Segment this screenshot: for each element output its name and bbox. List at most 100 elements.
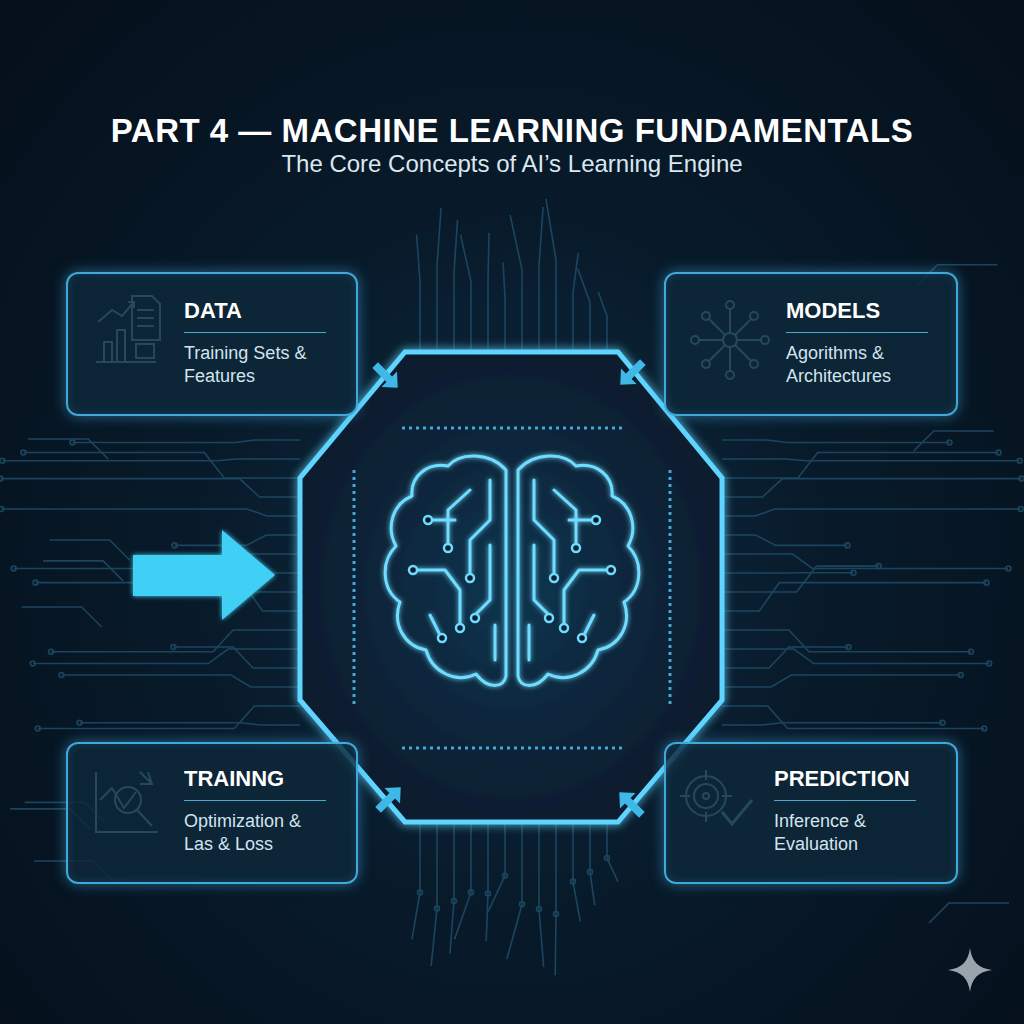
circuit-trace [573,253,578,352]
circuit-trace [28,439,108,459]
trace-pad [845,543,850,548]
trace-pad [452,899,457,904]
circuit-trace [486,822,488,941]
trace-pad [520,902,525,907]
trace-pad [876,564,881,569]
circuit-trace [23,452,300,478]
circuit-trace [722,440,949,443]
circuit-trace [2,459,300,461]
circuit-trace [431,822,437,966]
trace-pad [77,720,82,725]
subtitle: The Core Concepts of AI’s Learning Engin… [0,150,1024,178]
box-description: Inference & Evaluation [774,810,902,856]
circuit-trace [61,675,300,687]
divider-line [786,332,928,333]
circuit-trace [488,822,505,912]
trace-pad [958,672,963,677]
divider-line [774,800,916,801]
trace-pad [486,891,491,896]
trace-pad [996,450,1001,455]
trace-pad [11,566,16,571]
circuit-trace [454,822,471,939]
circuit-trace [722,535,847,545]
chip-hexagon [300,352,722,822]
circuit-trace [546,199,556,352]
circuit-trace [722,649,989,664]
brain-nodes [409,516,615,642]
circuit-trace [722,723,942,725]
trace-pad [554,911,559,916]
circuit-trace [914,431,994,451]
circuit-trace [437,208,441,352]
sparkle-mark [948,948,992,992]
circuit-traces [0,199,1024,975]
box-description: Agorithms & Architectures [786,342,914,388]
trace-pad [0,507,4,512]
divider-line [184,800,326,801]
circuit-trace [722,509,1021,516]
box-description: Training Sets & Features [184,342,312,388]
circuit-trace [412,822,420,939]
circuit-trace [539,207,543,352]
flow-arrows [367,354,650,822]
circuit-trace [173,647,300,668]
circuit-trace [510,215,522,352]
chip-pins [354,428,670,748]
box-content: TRAINNGOptimization & Las & Loss [184,766,326,856]
box-heading: PREDICTION [774,766,916,792]
trace-pad [1019,476,1024,481]
circuit-trace [578,269,590,352]
circuit-trace [488,233,489,352]
circuit-trace [0,479,300,497]
circuit-trace [503,262,505,352]
circuit-trace [554,822,556,975]
trace-pad [49,649,54,654]
trace-pad [1006,566,1011,571]
trace-pad [571,879,576,884]
trace-pad [35,726,40,731]
trace-pad [537,907,542,912]
circuit-trace [722,572,853,574]
circuit-trace [38,706,300,728]
trace-pad [59,672,64,677]
trace-pad [0,476,3,481]
page-title: PART 4 — MACHINE LEARNING FUNDAMENTALS [0,112,1024,150]
trace-pad [846,645,851,650]
circuit-trace [73,440,300,443]
circuit-trace [722,583,986,611]
trace-pad [435,906,440,911]
circuit-trace [539,822,544,967]
circuit-trace [722,706,984,728]
trace-pad [503,873,508,878]
circuit-trace [607,822,618,882]
circuit-trace [33,649,300,664]
trace-pad [1018,507,1023,512]
trace-pad [418,890,423,895]
circuit-trace [573,822,580,921]
box-content: MODELS Agorithms & Architectures [786,298,928,388]
trace-pad [70,440,75,445]
trace-pad [987,661,992,666]
circuit-trace [417,235,420,352]
input-arrow [133,530,275,620]
trace-pad [947,440,952,445]
trace-pad [982,726,987,731]
box-content: PREDICTION Inference & Evaluation [774,766,916,856]
box-heading: MODELS [786,298,928,324]
circuit-trace [722,647,849,668]
circuit-trace [43,561,123,581]
circuit-trace [598,292,607,352]
circuit-trace [722,459,1020,461]
circuit-trace [722,452,999,478]
concept-box: MODELS Agorithms & Architectures [664,272,958,416]
circuit-trace [722,566,879,592]
circuit-trace [450,822,454,954]
concept-box: DATATraining Sets & Features [66,272,358,416]
trace-pad [851,570,856,575]
trace-pad [968,649,973,654]
circuit-trace [22,607,102,627]
trace-pad [172,543,177,548]
divider-line [184,332,326,333]
box-heading: TRAINNG [184,766,326,792]
circuit-trace [454,220,457,352]
